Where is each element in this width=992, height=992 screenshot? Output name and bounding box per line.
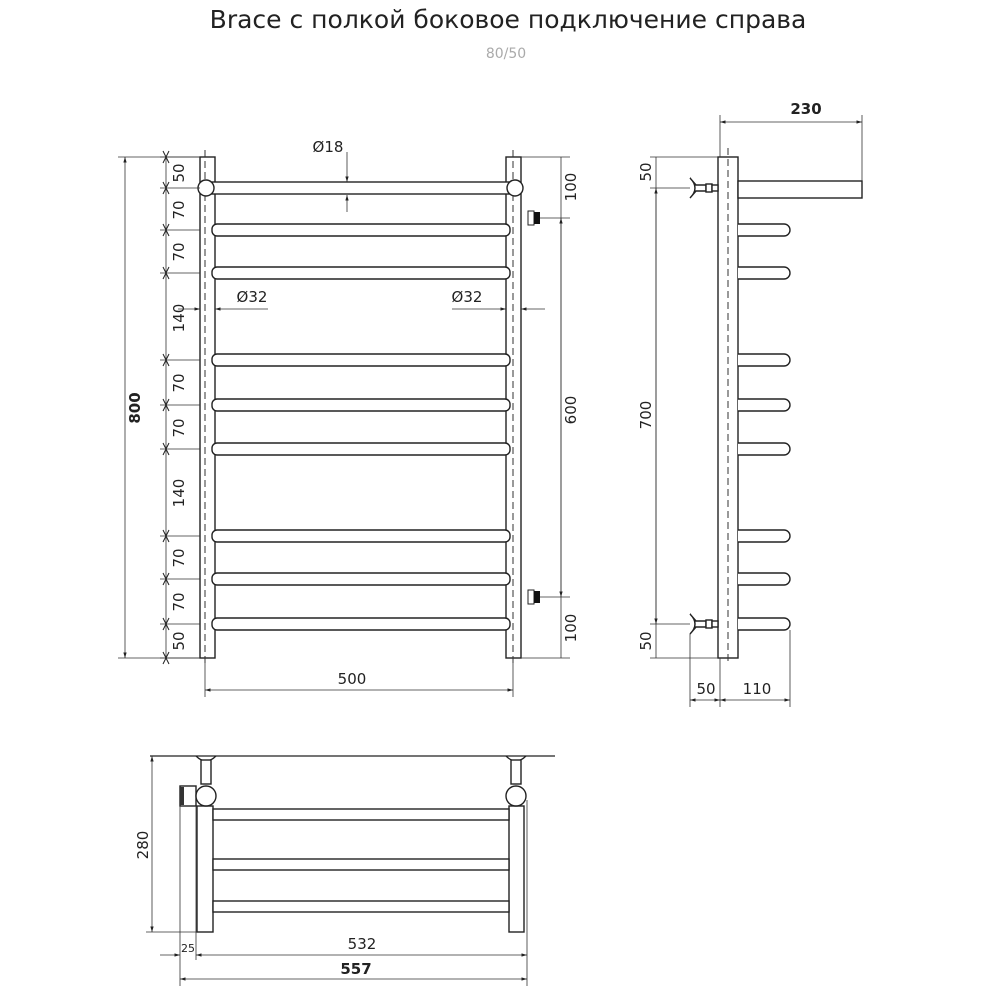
bracket-spacing-label: 700	[637, 401, 655, 430]
dimension-arrow	[162, 529, 170, 543]
segment-label: 70	[170, 548, 188, 567]
top-offset-label: 50	[637, 162, 655, 181]
front-view: 50 70 70 140 70 70 140 70 70 50 800 100 …	[118, 138, 580, 697]
rail	[211, 353, 511, 367]
side-rail	[738, 572, 791, 586]
dimension-arrow	[162, 572, 170, 586]
right-top-joint	[506, 179, 524, 197]
side-view: 230 50 700 50 50 110	[637, 100, 863, 707]
rail	[211, 223, 511, 237]
side-rail	[738, 266, 791, 280]
top-connector	[527, 210, 540, 226]
top-right-post	[508, 805, 525, 933]
dimension-arrow	[162, 223, 170, 237]
rail	[211, 529, 511, 543]
top-left-post	[196, 805, 214, 933]
rail	[211, 442, 511, 456]
overall-width-label: 557	[340, 960, 371, 978]
segment-label: 140	[170, 304, 188, 333]
post-diameter-right-label: Ø32	[452, 288, 483, 306]
bottom-wall-bracket	[689, 613, 719, 635]
connection-spacing-label: 600	[562, 396, 580, 425]
side-rails	[738, 223, 791, 631]
side-rail	[738, 617, 791, 631]
connection-offset-top-label: 100	[562, 173, 580, 202]
left-top-joint	[197, 179, 215, 197]
side-rail	[738, 529, 791, 543]
segment-label: 70	[170, 200, 188, 219]
dimension-arrow	[162, 398, 170, 412]
connection-offset-bottom-label: 100	[562, 614, 580, 643]
drawing-subtitle: 80/50	[486, 46, 526, 62]
depth-label: 280	[134, 831, 152, 860]
side-rail	[738, 223, 791, 237]
top-wall-bracket	[689, 177, 719, 199]
dimension-arrow	[162, 181, 170, 195]
offset-label: 25	[181, 942, 195, 955]
bottom-offset-label: 50	[637, 631, 655, 650]
shelf-tube	[211, 181, 511, 195]
dimension-arrow	[162, 442, 170, 456]
top-view: 280 25 532 557	[134, 755, 555, 986]
shelf-depth-label: 230	[790, 100, 821, 118]
bottom-connector	[527, 589, 540, 605]
segment-label: 70	[170, 418, 188, 437]
drawing-title: Brace с полкой боковое подключение справ…	[210, 5, 807, 34]
rail-depth-label: 110	[743, 680, 772, 698]
segment-label: 70	[170, 592, 188, 611]
rails	[211, 181, 511, 631]
inner-width-label: 532	[348, 935, 377, 953]
segment-label: 140	[170, 479, 188, 508]
width-label: 500	[338, 670, 367, 688]
segment-label: 50	[170, 163, 188, 182]
shelf-tube-diameter-label: Ø18	[313, 138, 344, 156]
overall-height-label: 800	[126, 392, 144, 423]
rail	[211, 572, 511, 586]
segment-label: 70	[170, 373, 188, 392]
dimension-arrow	[162, 353, 170, 367]
dimension-arrow	[162, 266, 170, 280]
rail	[211, 398, 511, 412]
segment-label: 50	[170, 631, 188, 650]
dimension-arrow	[162, 617, 170, 631]
post-diameter-left-label: Ø32	[237, 288, 268, 306]
wall-gap-label: 50	[696, 680, 715, 698]
side-shelf	[737, 180, 863, 199]
side-rail	[738, 353, 791, 367]
side-rail	[738, 398, 791, 412]
side-rail	[738, 442, 791, 456]
rail	[211, 617, 511, 631]
rail	[211, 266, 511, 280]
segment-label: 70	[170, 242, 188, 261]
